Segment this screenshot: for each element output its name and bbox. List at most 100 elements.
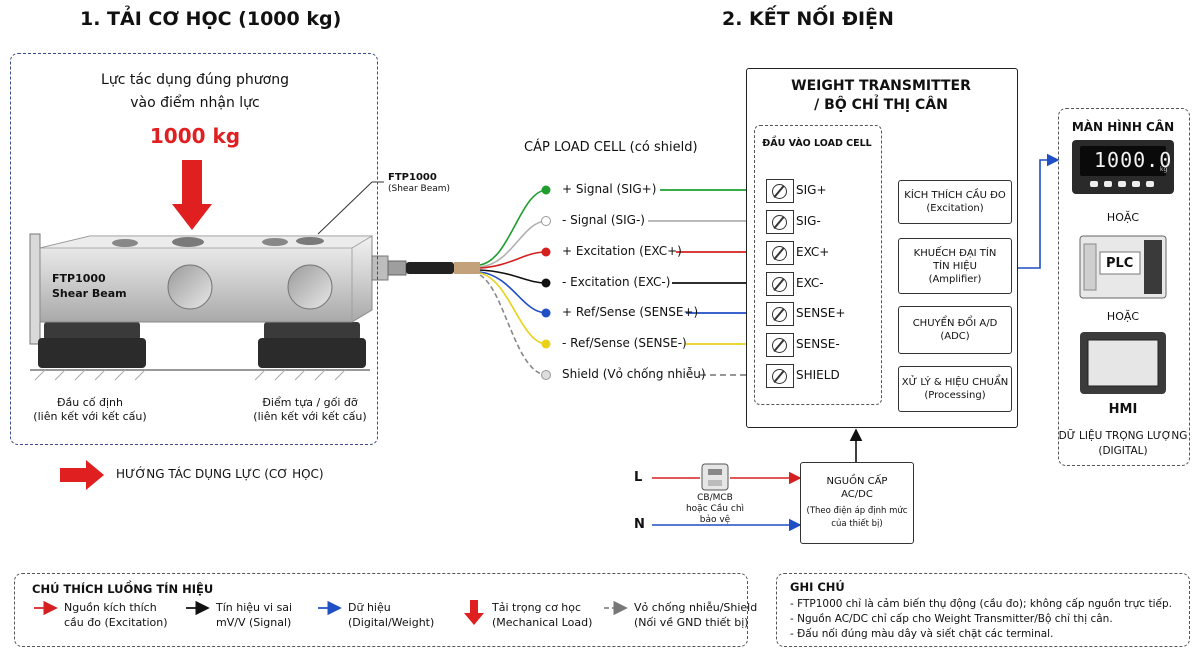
terminal-label-sig-minus: SIG-: [796, 214, 821, 228]
support-sublabel: (liên kết với kết cấu): [253, 410, 367, 423]
legend-load-sub: (Mechanical Load): [492, 616, 593, 629]
note-item: - FTP1000 chỉ là cảm biến thụ động (cầu …: [790, 598, 1172, 610]
load-cell-input-panel: [754, 125, 882, 405]
legend-signal: Tín hiệu vi sai: [216, 601, 293, 614]
legend-shield-sub: (Nối về GND thiết bị): [634, 616, 749, 629]
force-description-line1: Lực tác dụng đúng phương: [101, 72, 289, 88]
excitation-block-title: KÍCH THÍCH CẦU ĐO: [904, 190, 1006, 201]
fixed-end-sublabel: (liên kết với kết cấu): [33, 410, 147, 423]
line-N-label: N: [634, 517, 645, 532]
wire-label-sig-minus: - Signal (SIG-): [562, 213, 645, 227]
terminal-label-exc-plus: EXC+: [796, 245, 830, 259]
processing-block-sub: (Processing): [924, 390, 986, 401]
terminal-label-sig-plus: SIG+: [796, 183, 827, 197]
processing-block-title: XỬ LÝ & HIỆU CHUẨN: [901, 377, 1009, 388]
beam-label-type: Shear Beam: [52, 287, 127, 300]
line-L-label: L: [634, 470, 643, 485]
legend-data: Dữ hiệu: [348, 601, 391, 614]
screw-icon: [772, 307, 787, 322]
legend-load: Tải trọng cơ học: [492, 601, 582, 614]
notes-panel: [776, 573, 1190, 647]
weighing-display-device: [1072, 140, 1174, 194]
note-item: - Đấu nối đúng màu dây và siết chặt các …: [790, 628, 1054, 640]
terminal-label-sense-minus: SENSE-: [796, 337, 840, 351]
terminal-exc-plus: [766, 241, 794, 265]
power-supply-title: NGUỒN CẤP: [826, 476, 888, 487]
beam-label-name: FTP1000: [52, 272, 106, 285]
power-supply-note1: (Theo điện áp định mức: [806, 506, 908, 516]
screw-icon: [772, 338, 787, 353]
force-direction-legend: HƯỚNG TÁC DỤNG LỰC (CƠ HỌC): [116, 467, 324, 481]
legend-data-sub: (Digital/Weight): [348, 616, 435, 629]
weight-data-sublabel: (DIGITAL): [1098, 445, 1148, 457]
or-label-1: HOẶC: [1106, 211, 1140, 224]
notes-title: GHI CHÚ: [790, 580, 845, 594]
mechanical-panel: [10, 53, 378, 445]
excitation-block-sub: (Excitation): [926, 203, 984, 214]
terminal-sig-plus: [766, 179, 794, 203]
breaker-label-1: CB/MCB: [697, 493, 733, 503]
plc-label: PLC: [1106, 256, 1134, 271]
processing-block: XỬ LÝ & HIỆU CHUẨN (Processing): [898, 366, 1012, 412]
power-supply-type: AC/DC: [841, 489, 873, 500]
legend-panel: [14, 573, 748, 647]
note-item: - Nguồn AC/DC chỉ cấp cho Weight Transmi…: [790, 613, 1113, 625]
amplifier-block-title: KHUẾCH ĐẠI TÍN: [913, 247, 997, 259]
mechanical-section-title: 1. TẢI CƠ HỌC (1000 kg): [80, 8, 342, 30]
terminal-label-exc-minus: EXC-: [796, 276, 824, 290]
sensor-callout-name: FTP1000: [388, 172, 437, 183]
breaker-icon: [701, 463, 729, 491]
wire-label-shield: Shield (Vỏ chống nhiễu): [562, 367, 706, 381]
adc-block: CHUYỂN ĐỔI A/D (ADC): [898, 306, 1012, 354]
screw-icon: [772, 184, 787, 199]
legend-excitation-sub: cầu đo (Excitation): [64, 616, 168, 629]
plc-device: [1079, 235, 1167, 299]
transmitter-title-line1: WEIGHT TRANSMITTER: [791, 78, 971, 94]
terminal-exc-minus: [766, 272, 794, 296]
transmitter-title-line2: / BỘ CHỈ THỊ CÂN: [814, 97, 948, 113]
display-value: 1000.0: [1094, 148, 1173, 172]
amplifier-block: KHUẾCH ĐẠI TÍN TÍN HIỆU (Amplifier): [898, 238, 1012, 294]
terminal-label-sense-plus: SENSE+: [796, 306, 846, 320]
terminal-shield: [766, 364, 794, 388]
breaker-label-2: hoặc Cầu chì: [685, 504, 745, 514]
legend-shield: Vỏ chống nhiễu/Shield: [634, 601, 758, 614]
force-description-line2: vào điểm nhận lực: [130, 95, 260, 111]
support-label: Điểm tựa / gối đỡ: [262, 396, 358, 409]
hmi-device: [1080, 332, 1166, 394]
screw-icon: [772, 277, 787, 292]
screw-icon: [772, 369, 787, 384]
hmi-label: HMI: [1108, 402, 1138, 417]
wire-label-sense-minus: - Ref/Sense (SENSE-): [562, 336, 687, 350]
terminal-label-shield: SHIELD: [796, 368, 840, 382]
terminal-sig-minus: [766, 210, 794, 234]
amplifier-block-sub: (Amplifier): [928, 273, 982, 285]
load-cell-drawing: [29, 160, 480, 381]
output-panel: [1058, 108, 1190, 466]
weight-data-label: DỮ LIỆU TRỌNG LƯỢNG: [1058, 430, 1188, 442]
amplifier-block-title2: TÍN HIỆU: [933, 260, 977, 272]
or-label-2: HOẶC: [1106, 310, 1140, 323]
electrical-section-title: 2. KẾT NỐI ĐIỆN: [722, 8, 894, 30]
sensor-callout-sub: (Shear Beam): [388, 184, 451, 194]
legend-excitation: Nguồn kích thích: [64, 601, 157, 614]
load-cell-input-title: ĐẦU VÀO LOAD CELL: [762, 138, 872, 149]
terminal-sense-plus: [766, 302, 794, 326]
legend-signal-sub: mV/V (Signal): [216, 616, 292, 629]
adc-block-title: CHUYỂN ĐỔI A/D: [912, 318, 998, 329]
cable-wires: [479, 189, 547, 376]
terminal-sense-minus: [766, 333, 794, 357]
screw-icon: [772, 246, 787, 261]
legend-title: CHÚ THÍCH LUỒNG TÍN HIỆU: [32, 582, 214, 596]
cable-title: CÁP LOAD CELL (có shield): [524, 140, 698, 155]
wire-label-exc-minus: - Excitation (EXC-): [562, 275, 671, 289]
display-unit: kg: [1160, 166, 1168, 173]
power-supply-note2: của thiết bị): [831, 519, 883, 529]
breaker-label-3: bảo vệ: [699, 515, 731, 525]
wire-label-sig-plus: + Signal (SIG+): [562, 182, 657, 196]
adc-block-sub: (ADC): [940, 331, 970, 342]
output-title: MÀN HÌNH CÂN: [1071, 120, 1175, 134]
power-supply-box: NGUỒN CẤP AC/DC (Theo điện áp định mức c…: [800, 462, 914, 544]
screw-icon: [772, 215, 787, 230]
